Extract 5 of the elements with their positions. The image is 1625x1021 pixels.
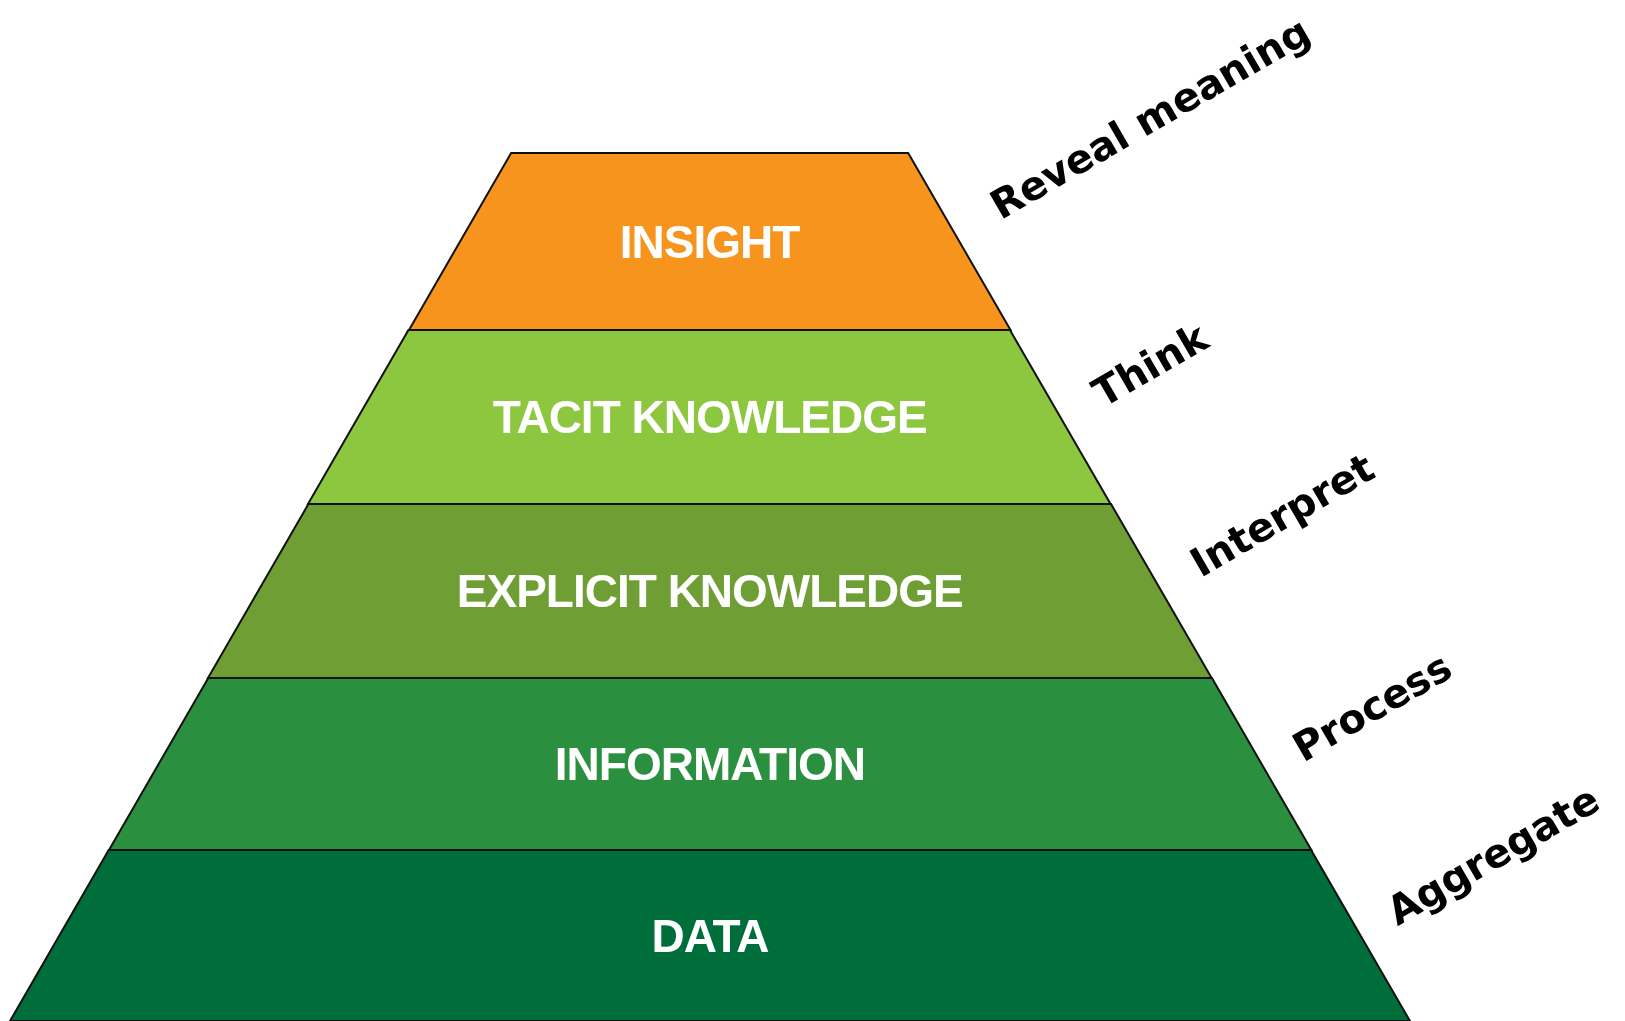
level-label: TACIT KNOWLEDGE bbox=[492, 390, 927, 444]
level-label: EXPLICIT KNOWLEDGE bbox=[456, 564, 963, 618]
level-label: DATA bbox=[651, 908, 769, 963]
level-label: INFORMATION bbox=[554, 737, 865, 791]
level-label: INSIGHT bbox=[619, 214, 800, 269]
